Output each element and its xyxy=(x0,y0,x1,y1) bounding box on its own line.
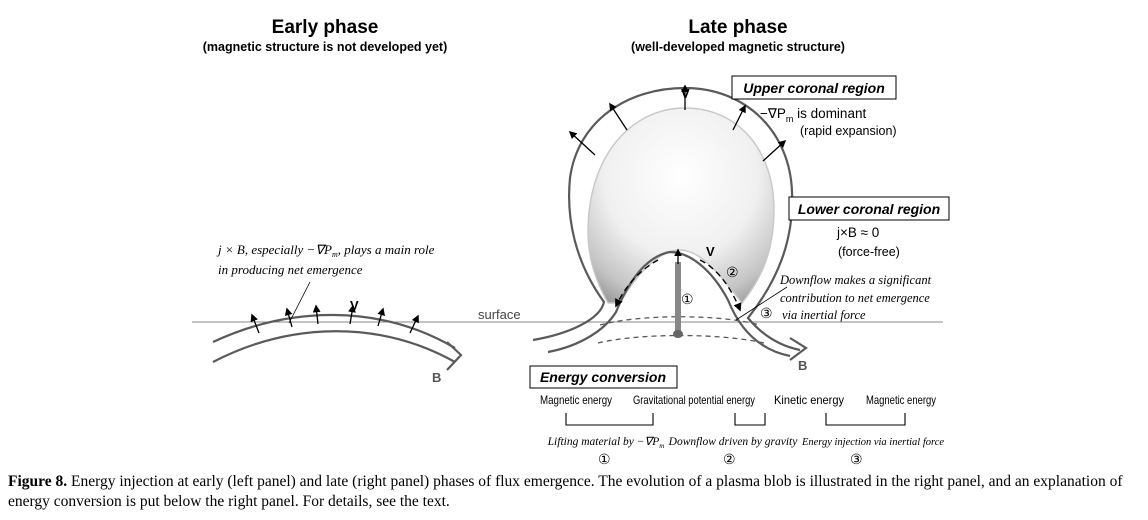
caption-label: Figure 8. xyxy=(8,473,68,490)
energy-step-1-sub: m xyxy=(659,442,664,450)
early-phase-title: Early phase xyxy=(272,17,379,38)
surface-label: surface xyxy=(478,307,521,322)
upper-dominant: is dominant xyxy=(793,106,866,121)
early-force-arrows xyxy=(250,304,419,334)
late-phase-subtitle: (well-developed magnetic structure) xyxy=(631,40,845,54)
energy-conversion-label: Energy conversion xyxy=(540,369,666,385)
lower-coronal-line2: (force-free) xyxy=(838,245,900,259)
upper-grad-sub: m xyxy=(786,114,794,124)
energy-step-3: Energy injection via inertial force xyxy=(801,437,944,448)
late-column-base xyxy=(673,330,683,338)
lower-coronal-line1: j×B ≈ 0 xyxy=(836,225,879,240)
early-annotation-sub: m xyxy=(332,250,338,259)
late-marker-1: ① xyxy=(681,291,694,307)
late-downflow-arrows xyxy=(615,259,742,312)
upper-coronal-line1: −∇Pm is dominant xyxy=(760,106,866,124)
early-annotation-pointer xyxy=(288,281,311,324)
late-b-label: B xyxy=(798,358,807,373)
upper-coronal-box-label: Upper coronal region xyxy=(743,80,885,96)
early-annotation-main: j × B, especially −∇P xyxy=(216,242,332,257)
figure-caption: Figure 8. Energy injection at early (lef… xyxy=(8,472,1142,512)
energy-marker-1: ① xyxy=(598,451,611,467)
upper-grad-symbol: −∇P xyxy=(760,106,786,121)
caption-text: Energy injection at early (left panel) a… xyxy=(8,473,1123,510)
downflow-line1: Downflow makes a significant xyxy=(779,273,932,287)
late-rising-column xyxy=(675,262,681,332)
early-flux-tube xyxy=(212,313,463,371)
late-v-inner-label: V xyxy=(706,244,715,259)
lower-coronal-box xyxy=(788,196,950,221)
energy-marker-3: ③ xyxy=(850,451,863,467)
early-v-label: V xyxy=(350,298,359,313)
figure-canvas: Early phase (magnetic structure is not d… xyxy=(192,17,950,467)
early-annotation-line1: j × B, especially −∇Pm, plays a main rol… xyxy=(216,242,435,259)
late-marker-3: ③ xyxy=(760,305,773,321)
late-marker-2: ② xyxy=(726,264,739,280)
downflow-line3: via inertial force xyxy=(782,308,866,322)
energy-marker-2: ② xyxy=(723,451,736,467)
upper-coronal-line2: (rapid expansion) xyxy=(800,124,897,138)
energy-step-2: Downflow driven by gravity xyxy=(668,436,799,448)
late-expansion-arrows xyxy=(568,84,787,162)
upper-coronal-box xyxy=(731,75,897,100)
energy-step-1-text: Lifting material by −∇P xyxy=(547,436,660,448)
late-dashed-tube xyxy=(599,316,761,326)
energy-label-magnetic-2: Magnetic energy xyxy=(866,393,936,407)
energy-label-magnetic-1: Magnetic energy xyxy=(540,393,612,407)
early-phase-subtitle: (magnetic structure is not developed yet… xyxy=(203,40,448,54)
downflow-pointer xyxy=(735,286,788,321)
energy-conversion-box xyxy=(529,365,678,389)
lower-coronal-box-label: Lower coronal region xyxy=(798,201,940,217)
energy-brackets xyxy=(565,413,906,426)
late-v-top-label: V xyxy=(681,86,690,101)
early-b-label: B xyxy=(432,370,441,385)
energy-step-1: Lifting material by −∇Pm xyxy=(547,436,665,450)
early-annotation-tail: , plays a main role xyxy=(338,242,435,257)
energy-label-gravitational: Gravitational potential energy xyxy=(633,393,755,407)
downflow-line2: contribution to net emergence xyxy=(780,291,930,305)
early-annotation-line2: in producing net emergence xyxy=(218,262,363,277)
late-phase-title: Late phase xyxy=(688,17,787,38)
energy-label-kinetic: Kinetic energy xyxy=(774,393,844,407)
